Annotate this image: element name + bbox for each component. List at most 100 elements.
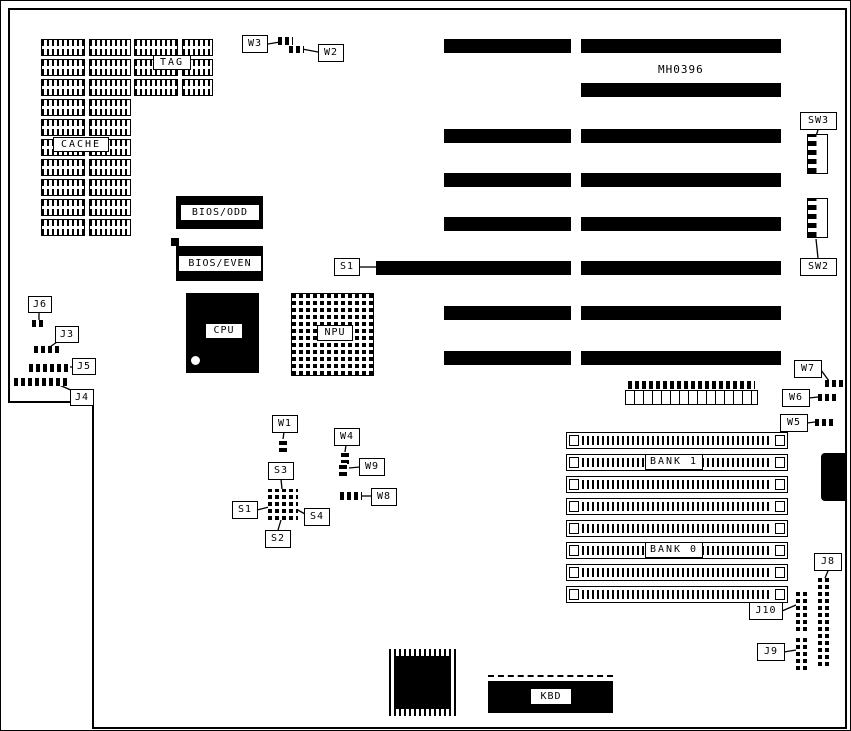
cache-chip xyxy=(89,179,131,196)
header-j10 xyxy=(796,592,808,631)
expansion-slot xyxy=(444,351,571,365)
cache-chip xyxy=(89,99,131,116)
callout-w9: W9 xyxy=(359,458,385,476)
cache-chip xyxy=(89,199,131,216)
cache-chip xyxy=(89,219,131,236)
cache-chip xyxy=(41,99,85,116)
expansion-slot xyxy=(581,261,781,275)
callout-j10: J10 xyxy=(749,602,783,620)
jumper-w6 xyxy=(818,394,836,401)
dip-switch-sw3 xyxy=(807,134,828,174)
callout-w8: W8 xyxy=(371,488,397,506)
jumper-w9 xyxy=(339,463,347,476)
cache-chip xyxy=(41,179,85,196)
expansion-slot xyxy=(581,129,781,143)
cache-chip xyxy=(89,39,131,56)
callout-j9: J9 xyxy=(757,643,785,661)
expansion-slot xyxy=(581,306,781,320)
cache-chip xyxy=(89,79,131,96)
tag-chip xyxy=(182,79,213,96)
callout-s3: S3 xyxy=(268,462,294,480)
callout-sw3: SW3 xyxy=(800,112,837,130)
jumper-w7 xyxy=(825,380,843,387)
jumper-j3 xyxy=(34,346,59,353)
expansion-slot xyxy=(581,39,781,53)
kbd-label: KBD xyxy=(530,688,572,705)
qfp-chip xyxy=(389,649,456,716)
cache-chip xyxy=(41,119,85,136)
jumper-j6 xyxy=(32,320,46,327)
npu-label: NPU xyxy=(317,325,353,341)
simm-socket-bank0 xyxy=(566,564,788,581)
board-part-number: MH0396 xyxy=(658,63,704,76)
simm-socket-bank1 xyxy=(566,432,788,449)
jumper-w3 xyxy=(278,37,293,45)
cpu-label: CPU xyxy=(205,323,243,339)
cache-chip xyxy=(41,219,85,236)
callout-slot-s1: S1 xyxy=(334,258,360,276)
cache-chip xyxy=(41,159,85,176)
callout-s1: S1 xyxy=(232,501,258,519)
simm-socket-bank0 xyxy=(566,520,788,537)
jumper-w5 xyxy=(815,419,833,426)
callout-w4: W4 xyxy=(334,428,360,446)
cache-chip xyxy=(41,59,85,76)
callout-j3: J3 xyxy=(55,326,79,343)
expansion-slot xyxy=(581,173,781,187)
callout-w7: W7 xyxy=(794,360,822,378)
power-connector-pins xyxy=(628,381,755,389)
jumper-w8 xyxy=(340,492,362,500)
bios-even-label: BIOS/EVEN xyxy=(178,255,262,272)
expansion-slot xyxy=(581,217,781,231)
jumper-w1 xyxy=(279,439,287,452)
cache-label: CACHE xyxy=(53,137,109,152)
tag-chip xyxy=(182,39,213,56)
callout-j5: J5 xyxy=(72,358,96,375)
cache-chip xyxy=(41,199,85,216)
cache-chip xyxy=(89,59,131,76)
header-j9 xyxy=(796,635,808,670)
expansion-slot xyxy=(444,129,571,143)
callout-sw2: SW2 xyxy=(800,258,837,276)
header-j4 xyxy=(14,378,67,386)
expansion-slot-s1 xyxy=(376,261,571,275)
simm-socket-bank1 xyxy=(566,476,788,493)
expansion-slot xyxy=(581,351,781,365)
callout-w1: W1 xyxy=(272,415,298,433)
dip-switch-sw2 xyxy=(807,198,828,238)
power-connector-body xyxy=(625,390,758,405)
jumper-w2 xyxy=(289,46,304,53)
callout-w3: W3 xyxy=(242,35,268,53)
expansion-slot xyxy=(444,173,571,187)
simm-socket-bank1 xyxy=(566,498,788,515)
callout-w6: W6 xyxy=(782,389,810,407)
expansion-slot xyxy=(444,306,571,320)
tag-chip xyxy=(134,39,178,56)
header-j5 xyxy=(29,364,70,372)
bank0-label: BANK 0 xyxy=(645,542,703,558)
callout-w5: W5 xyxy=(780,414,808,432)
callout-s4: S4 xyxy=(304,508,330,526)
header-j8 xyxy=(818,578,830,666)
cache-chip xyxy=(41,79,85,96)
bios-odd-label: BIOS/ODD xyxy=(180,204,260,221)
cache-chip xyxy=(89,119,131,136)
callout-j6: J6 xyxy=(28,296,52,313)
cache-chip xyxy=(41,39,85,56)
tag-chip xyxy=(134,79,178,96)
simm-socket-bank0 xyxy=(566,586,788,603)
cache-chip xyxy=(89,159,131,176)
cpu-pin1-dot xyxy=(191,356,200,365)
keyboard-din-connector xyxy=(821,453,847,501)
callout-j8: J8 xyxy=(814,553,842,571)
tag-label: TAG xyxy=(153,55,191,70)
callout-w2: W2 xyxy=(318,44,344,62)
callout-s2: S2 xyxy=(265,530,291,548)
expansion-slot xyxy=(444,39,571,53)
callout-j4: J4 xyxy=(70,389,94,406)
expansion-slot xyxy=(581,83,781,97)
bank1-label: BANK 1 xyxy=(645,454,703,470)
jumper-block-s1-s4 xyxy=(268,489,298,520)
expansion-slot xyxy=(444,217,571,231)
